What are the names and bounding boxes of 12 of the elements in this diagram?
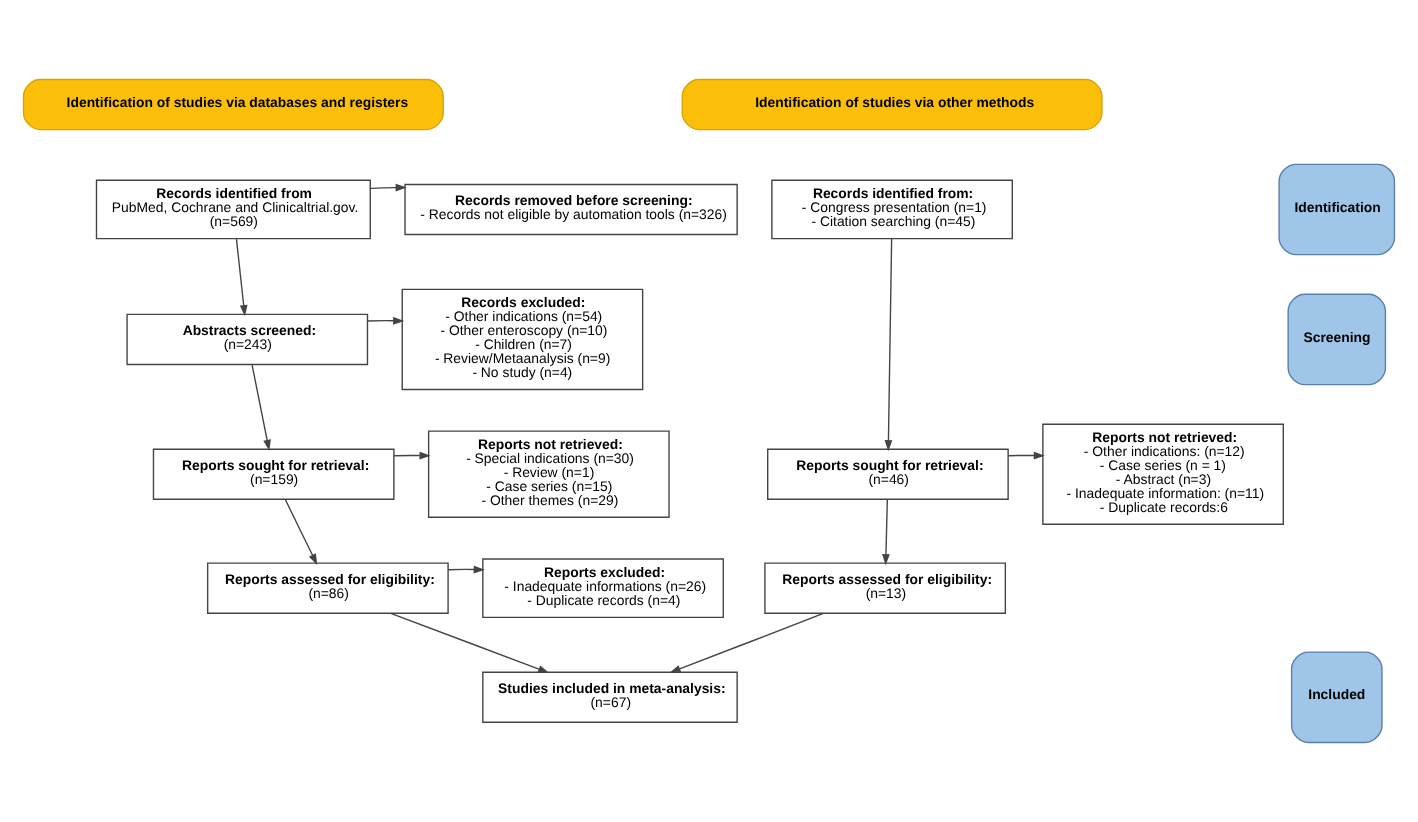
arrow: [251, 364, 271, 451]
arrow: [447, 565, 485, 574]
arrow: [390, 612, 550, 673]
arrow: [284, 499, 318, 565]
arrow: [1007, 451, 1045, 460]
arrow: [669, 612, 825, 673]
arrow: [882, 499, 890, 566]
arrow: [369, 183, 407, 192]
arrow: [235, 238, 248, 317]
arrow: [884, 238, 893, 452]
arrow: [393, 451, 431, 460]
arrow: [366, 316, 405, 325]
